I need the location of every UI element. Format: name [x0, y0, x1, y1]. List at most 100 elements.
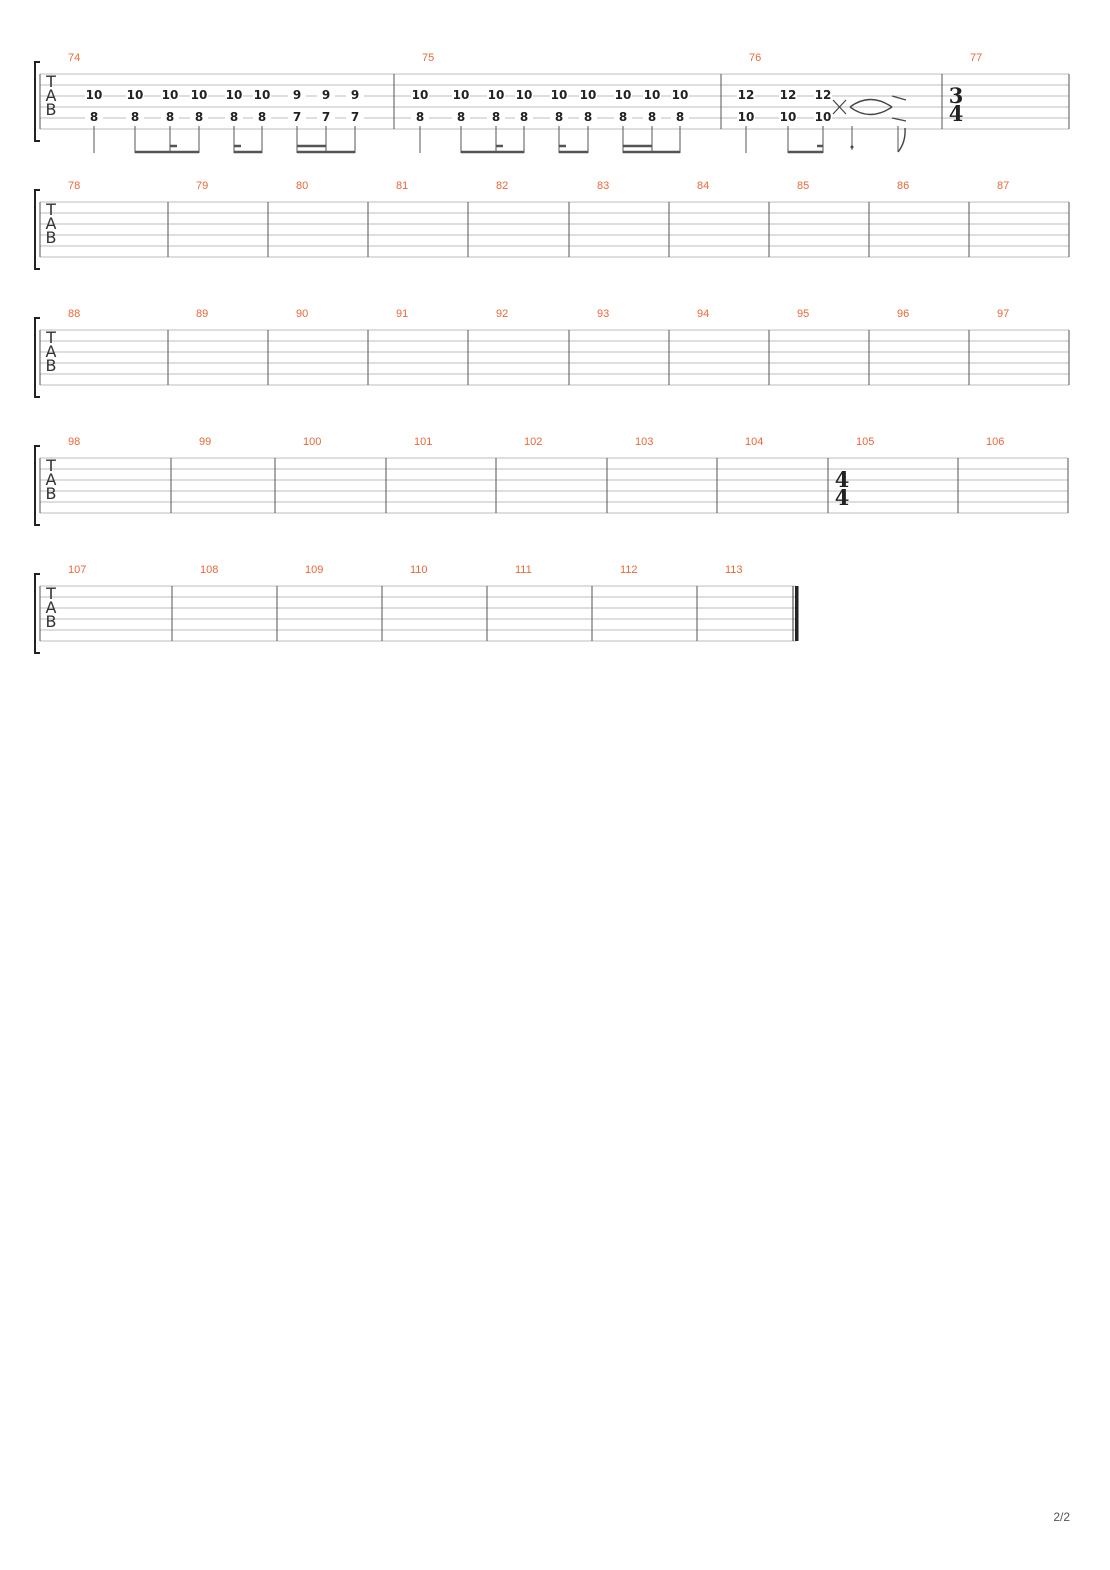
fret-number: 9	[322, 88, 330, 102]
slide-out-icon	[891, 117, 907, 122]
fret-mask	[253, 88, 271, 102]
fret-mask	[253, 110, 271, 124]
fret-mask	[737, 88, 755, 102]
fret-number: 10	[226, 88, 243, 102]
fret-number: 9	[293, 88, 301, 102]
slide-out-icon	[891, 95, 907, 101]
fret-mask	[515, 88, 533, 102]
fret-number: 8	[195, 110, 203, 124]
fret-mask	[779, 88, 797, 102]
measure-number: 84	[697, 180, 709, 192]
fret-mask	[614, 88, 632, 102]
measure-number: 110	[410, 564, 428, 576]
fret-mask	[452, 88, 470, 102]
tab-system: TAB7410810810810810810897979775108108108…	[34, 52, 1070, 154]
measure-number: 79	[196, 180, 208, 192]
fret-number: 10	[453, 88, 470, 102]
fret-mask	[550, 88, 568, 102]
fret-mask	[225, 110, 243, 124]
fret-number: 7	[293, 110, 301, 124]
measure-number: 99	[199, 436, 211, 448]
fret-number: 10	[254, 88, 271, 102]
fret-number: 10	[738, 110, 755, 124]
measure-number: 77	[970, 52, 982, 64]
fret-mask	[814, 110, 832, 124]
measure-number: 106	[986, 436, 1004, 448]
measure-number: 109	[305, 564, 323, 576]
fret-mask	[346, 110, 364, 124]
fret-mask	[411, 88, 429, 102]
fret-number: 10	[162, 88, 179, 102]
fret-number: 8	[416, 110, 424, 124]
fret-number: 12	[815, 88, 832, 102]
system-bracket	[34, 317, 40, 398]
fret-number: 10	[615, 88, 632, 102]
measure-number: 97	[997, 308, 1009, 320]
measure-number: 94	[697, 308, 709, 320]
measure-number: 103	[635, 436, 653, 448]
measure-number: 98	[68, 436, 80, 448]
fret-number: 8	[457, 110, 465, 124]
fret-mask	[515, 110, 533, 124]
tab-clef-letter: A	[46, 86, 57, 105]
fret-number: 8	[619, 110, 627, 124]
fret-mask	[550, 110, 568, 124]
measure-number: 80	[296, 180, 308, 192]
fret-mask	[643, 88, 661, 102]
measure-number: 86	[897, 180, 909, 192]
fret-number: 10	[672, 88, 689, 102]
fret-mask	[614, 110, 632, 124]
fret-mask	[126, 88, 144, 102]
fret-number: 10	[815, 110, 832, 124]
fret-number: 8	[676, 110, 684, 124]
measure-number: 96	[897, 308, 909, 320]
measure-number: 90	[296, 308, 308, 320]
measure-number: 82	[496, 180, 508, 192]
time-signature-bottom: 4	[949, 101, 964, 126]
fret-number: 8	[584, 110, 592, 124]
tab-clef-letter: A	[46, 598, 57, 617]
fret-mask	[85, 110, 103, 124]
measure-number: 92	[496, 308, 508, 320]
measure-number: 108	[200, 564, 218, 576]
fret-number: 8	[492, 110, 500, 124]
fret-mask	[579, 110, 597, 124]
fret-number: 10	[516, 88, 533, 102]
slide-curve-icon	[849, 106, 893, 116]
system-bracket	[34, 445, 40, 526]
tab-clef-letter: B	[46, 100, 57, 119]
staccato-dot	[850, 145, 854, 149]
fret-mask	[671, 110, 689, 124]
fret-number: 12	[780, 88, 797, 102]
fret-number: 10	[412, 88, 429, 102]
fret-number: 9	[351, 88, 359, 102]
system-bracket	[34, 189, 40, 270]
time-signature-bottom: 4	[835, 485, 850, 510]
measure-number: 95	[797, 308, 809, 320]
tab-clef-letter: A	[46, 342, 57, 361]
fret-mask	[671, 88, 689, 102]
fret-mask	[579, 88, 597, 102]
fret-number: 8	[90, 110, 98, 124]
fret-mask	[487, 88, 505, 102]
measure-number: 113	[725, 564, 743, 576]
fret-number: 8	[131, 110, 139, 124]
fret-mask	[161, 88, 179, 102]
tab-clef-letter: T	[45, 456, 56, 475]
measure-number: 104	[745, 436, 763, 448]
fret-number: 10	[580, 88, 597, 102]
tab-clef-letter: A	[46, 470, 57, 489]
fret-number: 10	[86, 88, 103, 102]
tab-clef-letter: B	[46, 612, 57, 631]
note-flag-icon	[897, 127, 906, 153]
measure-number: 102	[524, 436, 542, 448]
measure-number: 76	[749, 52, 761, 64]
tab-clef-letter: T	[45, 328, 56, 347]
fret-number: 8	[555, 110, 563, 124]
fret-number: 8	[258, 110, 266, 124]
page-number: 2/2	[1053, 1510, 1070, 1524]
time-signature-top: 4	[835, 467, 850, 492]
fret-mask	[288, 88, 306, 102]
tab-clef-letter: B	[46, 228, 57, 247]
